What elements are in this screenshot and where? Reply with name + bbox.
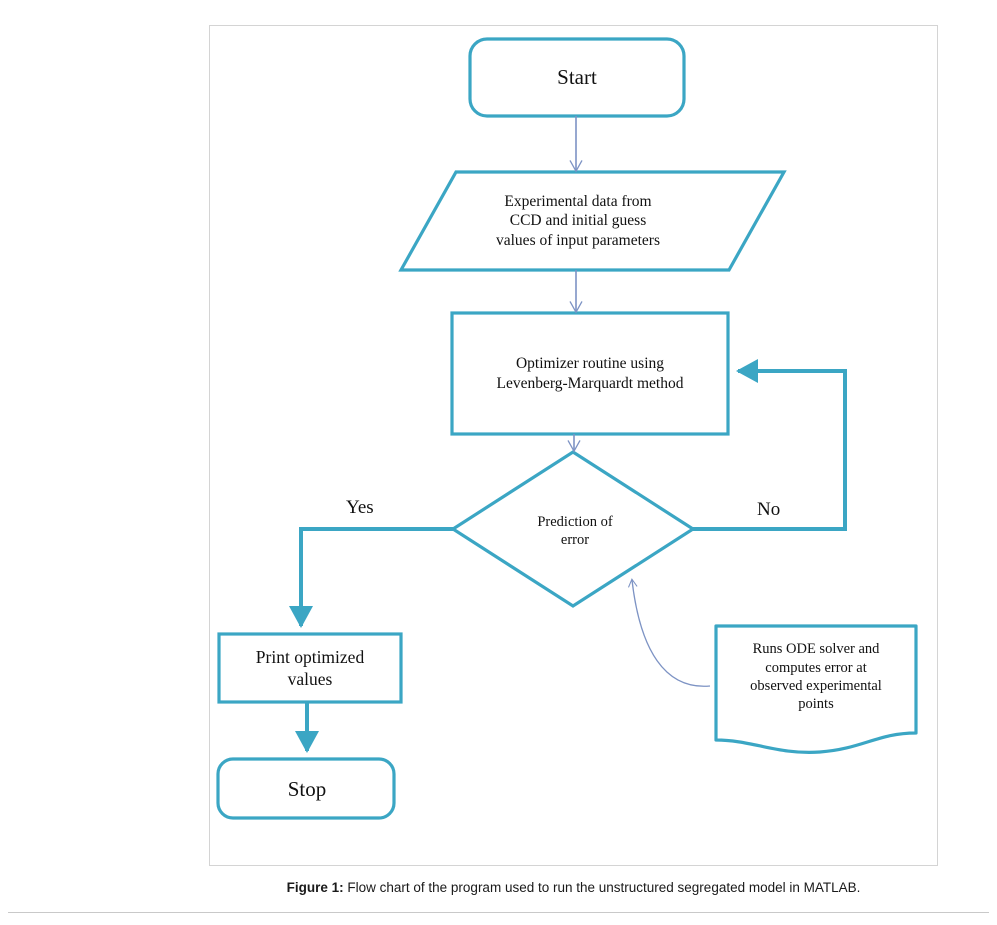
figure-caption: Figure 1: Flow chart of the program used… bbox=[209, 880, 938, 895]
page-divider bbox=[8, 912, 989, 913]
node-stop bbox=[216, 757, 396, 820]
figure-caption-prefix: Figure 1: bbox=[286, 880, 344, 895]
figure-caption-text: Flow chart of the program used to run th… bbox=[343, 880, 861, 895]
edge-no-to-optimizer bbox=[693, 359, 847, 531]
node-print bbox=[217, 632, 403, 704]
node-decision bbox=[450, 450, 696, 608]
node-ode-document bbox=[714, 624, 918, 754]
node-optimizer bbox=[450, 311, 730, 436]
edge-ode-to-decision bbox=[628, 578, 711, 687]
node-input-data bbox=[398, 170, 787, 272]
flowchart-canvas bbox=[216, 37, 918, 820]
edge-yes-to-print bbox=[289, 527, 453, 628]
node-start bbox=[468, 37, 686, 118]
